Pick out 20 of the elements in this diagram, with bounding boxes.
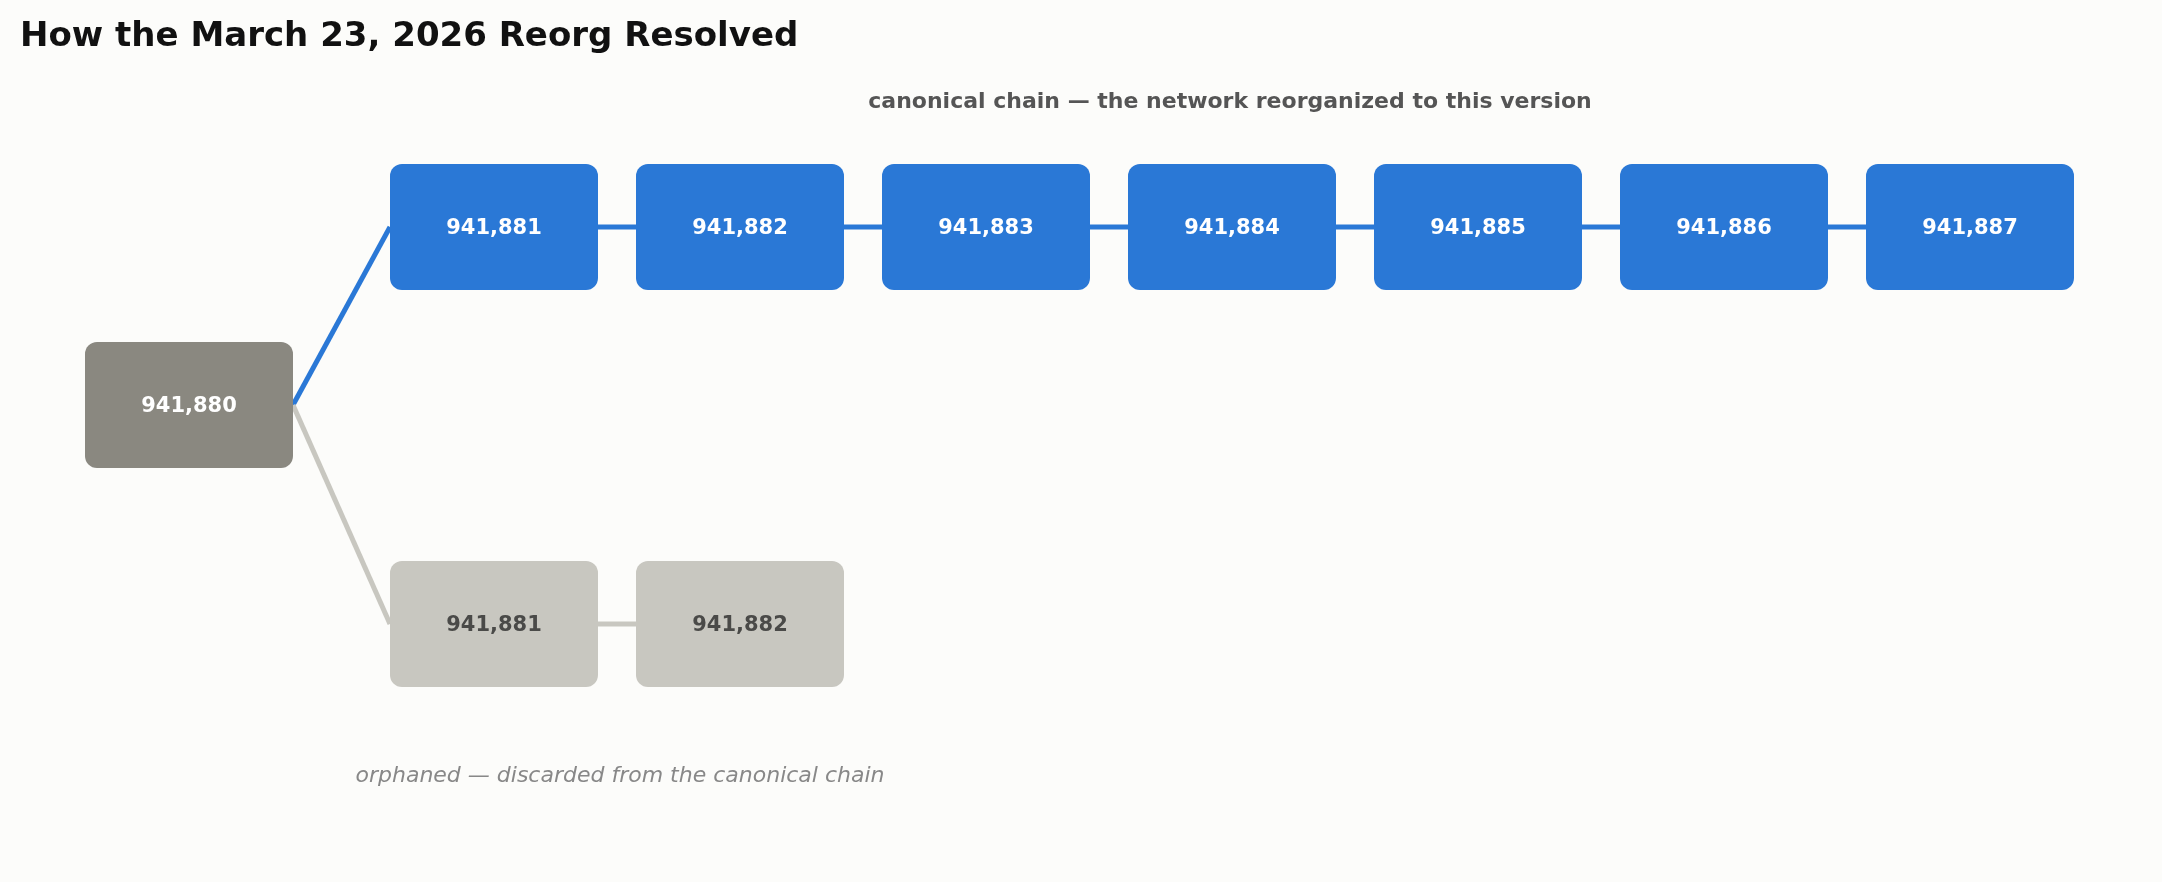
orphaned-block: 941,882: [636, 561, 844, 687]
block-box: 941,883: [882, 164, 1090, 290]
chain-caption: canonical chain — the network reorganized to this version: [868, 88, 1592, 113]
chain-link: [844, 224, 882, 230]
block-box: 941,884: [1128, 164, 1336, 290]
block-box: 941,887: [1866, 164, 2074, 290]
chain-link: [598, 621, 636, 627]
orphan-caption: orphaned — discarded from the canonical chain: [355, 762, 885, 787]
block-box: 941,880: [85, 342, 293, 468]
diagram-title: How the March 23, 2026 Reorg Resolved: [20, 14, 799, 54]
chain-link: [1582, 224, 1620, 230]
block-box: 941,886: [1620, 164, 1828, 290]
chain-link: [1828, 224, 1866, 230]
chain-link: [1336, 224, 1374, 230]
chain-link: [598, 224, 636, 230]
orphaned-block: 941,881: [390, 561, 598, 687]
chain-link: [1090, 224, 1128, 230]
block-box: 941,882: [636, 164, 844, 290]
block-box: 941,881: [390, 164, 598, 290]
block-box: 941,885: [1374, 164, 1582, 290]
